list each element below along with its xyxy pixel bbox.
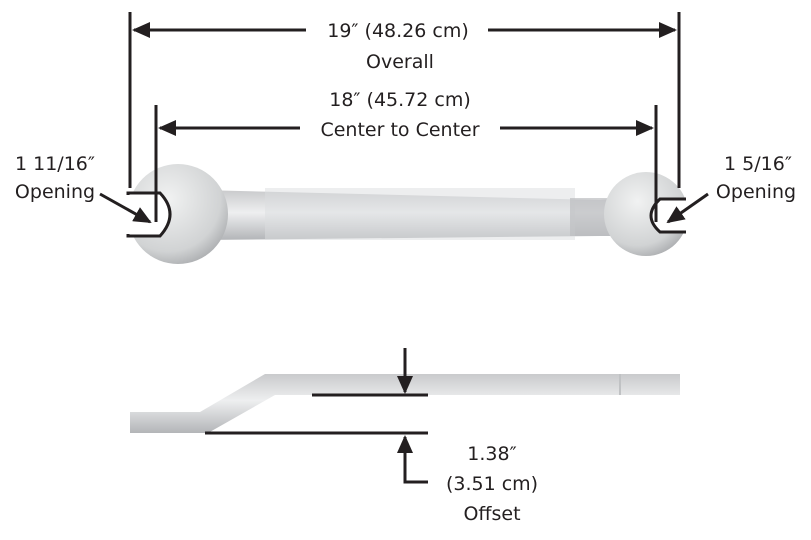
right-opening-callout: 1 5/16″ Opening (666, 153, 796, 224)
offset-dimension: 1.38″ (3.51 cm) Offset (205, 348, 538, 525)
offset-up-arrow-icon (397, 435, 428, 484)
center-to-center-dimension: 18″ (45.72 cm) Center to Center (154, 89, 658, 222)
left-wrench-head (124, 164, 228, 264)
offset-dimension-value: 1.38″ (467, 443, 516, 465)
left-opening-label: Opening (15, 181, 95, 203)
right-opening-label: Opening (716, 181, 796, 203)
center-dimension-value: 18″ (45.72 cm) (329, 89, 471, 111)
wrench-top-view (124, 164, 694, 264)
left-opening-callout: 1 11/16″ Opening (15, 153, 152, 224)
right-opening-size: 1 5/16″ (724, 153, 792, 175)
left-opening-arrow-icon (99, 192, 152, 224)
offset-label: Offset (463, 503, 520, 525)
overall-label: Overall (366, 51, 434, 73)
center-label: Center to Center (320, 119, 479, 141)
wrench-side-view (130, 374, 680, 433)
overall-dimension: 19″ (48.26 cm) Overall (128, 12, 681, 188)
right-opening-arrow-icon (666, 192, 709, 224)
left-opening-size: 1 11/16″ (15, 153, 95, 175)
overall-dimension-value: 19″ (48.26 cm) (327, 20, 469, 42)
offset-metric-value: (3.51 cm) (446, 473, 538, 495)
